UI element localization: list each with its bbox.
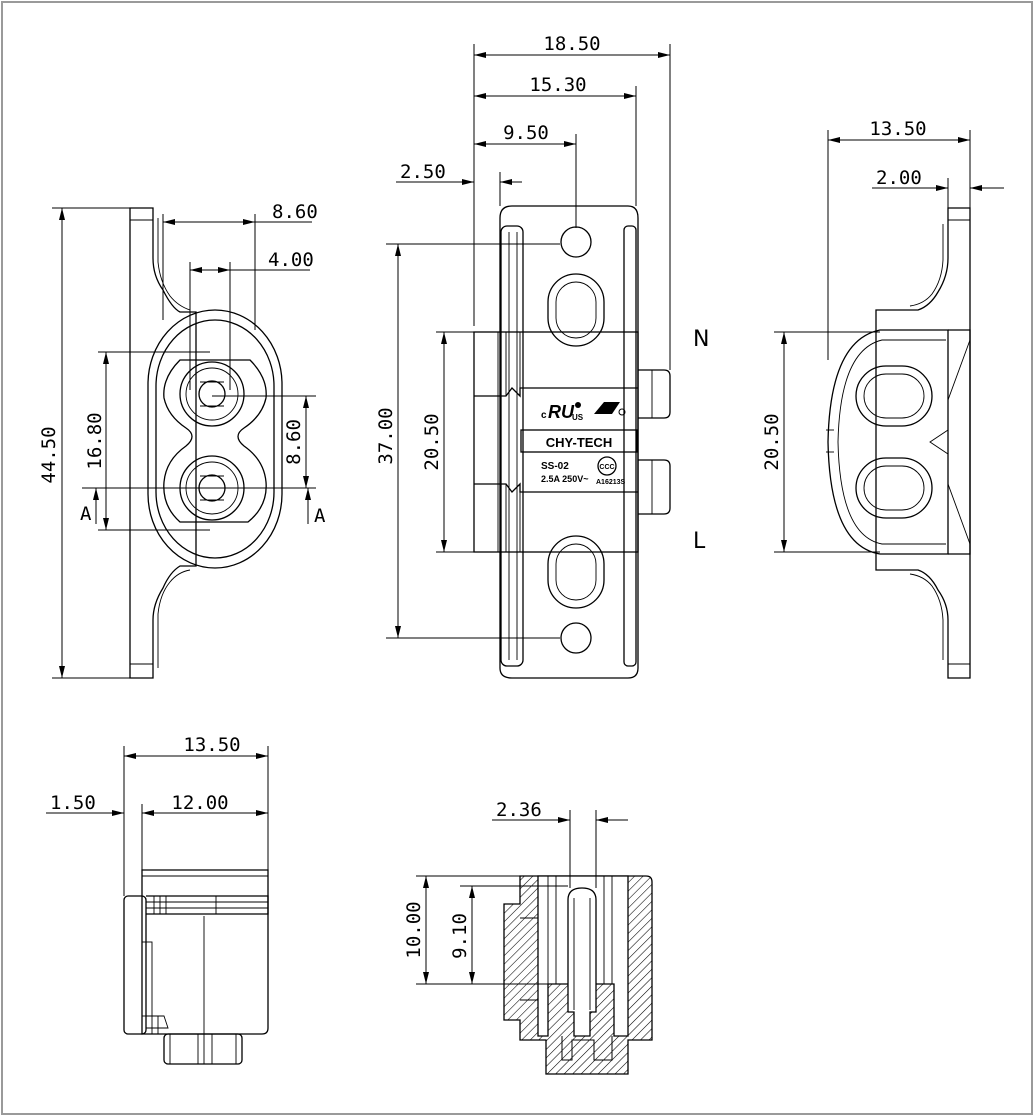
dim-18-50: 18.50 bbox=[543, 33, 600, 55]
ul-mark: RU bbox=[548, 402, 575, 422]
section-view: 2.36 10.00 9.10 bbox=[403, 799, 653, 1075]
pin-label-l: L bbox=[693, 529, 706, 554]
dim-4-00: 4.00 bbox=[268, 249, 314, 271]
cert-logos: c RU US bbox=[541, 402, 626, 422]
front-flange bbox=[129, 207, 197, 679]
dim-2-50: 2.50 bbox=[400, 161, 446, 183]
middle-flange bbox=[499, 205, 639, 679]
brand-plate bbox=[520, 429, 638, 453]
middle-rib-right bbox=[623, 225, 637, 667]
dim-20-50-middle: 20.50 bbox=[421, 413, 443, 470]
bottom-pin-boss bbox=[163, 1033, 243, 1065]
right-window-top bbox=[855, 365, 933, 427]
model-text: SS-02 bbox=[541, 461, 569, 472]
ccc-text: CCC bbox=[599, 464, 614, 471]
front-pin-n-collar bbox=[179, 361, 245, 427]
slot-bottom-outer bbox=[547, 535, 605, 609]
us-mark: US bbox=[572, 413, 584, 422]
middle-rib-left bbox=[500, 225, 524, 667]
extra-cert-icon bbox=[594, 402, 620, 414]
front-socket-cavity bbox=[163, 359, 267, 523]
front-flange-bend-bottom bbox=[157, 569, 191, 668]
dim-37-00: 37.00 bbox=[375, 407, 397, 464]
front-flange-bend-top bbox=[157, 218, 191, 311]
bottom-view: 13.50 1.50 12.00 bbox=[46, 734, 269, 1065]
dim-44-50: 44.50 bbox=[38, 426, 60, 483]
right-window-bottom bbox=[855, 457, 933, 519]
dim-12-00: 12.00 bbox=[171, 792, 228, 814]
middle-pin-l bbox=[638, 459, 671, 515]
dim-10-00: 10.00 bbox=[403, 901, 425, 958]
front-body-inner bbox=[155, 319, 275, 559]
front-pin-n bbox=[198, 380, 226, 408]
brand-text: CHY-TECH bbox=[546, 435, 612, 450]
mount-hole-top bbox=[560, 226, 592, 258]
front-body-outer bbox=[147, 309, 283, 569]
dim-9-10: 9.10 bbox=[449, 913, 471, 959]
dim-9-50: 9.50 bbox=[503, 122, 549, 144]
front-view: 8.60 4.00 44.50 16.80 8.60 bbox=[38, 201, 326, 679]
bottom-body bbox=[141, 869, 269, 1035]
pin-label-n: N bbox=[693, 327, 709, 352]
dim-13-50-bottom: 13.50 bbox=[183, 734, 240, 756]
dim-2-00: 2.00 bbox=[876, 167, 922, 189]
bottom-flange bbox=[123, 895, 147, 1035]
rating-text: 2.5A 250V~ bbox=[541, 474, 588, 484]
dim-8-60-top: 8.60 bbox=[272, 201, 318, 223]
dim-13-50-right: 13.50 bbox=[869, 118, 926, 140]
right-view: 13.50 2.00 20.50 bbox=[761, 118, 1004, 679]
dim-15-30: 15.30 bbox=[529, 74, 586, 96]
ccc-icon bbox=[597, 456, 617, 476]
slot-top-outer bbox=[547, 273, 605, 347]
svg-text:c: c bbox=[541, 410, 547, 421]
cert-code-text: A16213S bbox=[596, 479, 626, 486]
dim-8-60-side: 8.60 bbox=[283, 419, 305, 465]
dim-20-50-right: 20.50 bbox=[761, 413, 783, 470]
right-flange bbox=[875, 207, 971, 679]
mount-hole-bottom bbox=[560, 622, 592, 654]
dim-16-80: 16.80 bbox=[84, 412, 106, 469]
middle-body bbox=[473, 331, 639, 553]
section-contact-pin bbox=[567, 887, 597, 1037]
section-mark-a-right: A bbox=[314, 505, 326, 527]
dim-2-36: 2.36 bbox=[496, 799, 542, 821]
right-body bbox=[827, 329, 949, 555]
middle-view: c RU US CHY-TECH SS-02 2.5A 250V~ CCC A1… bbox=[375, 33, 709, 679]
dim-1-50: 1.50 bbox=[50, 792, 96, 814]
section-mark-a-left: A bbox=[80, 503, 92, 525]
middle-pin-n bbox=[638, 369, 671, 419]
